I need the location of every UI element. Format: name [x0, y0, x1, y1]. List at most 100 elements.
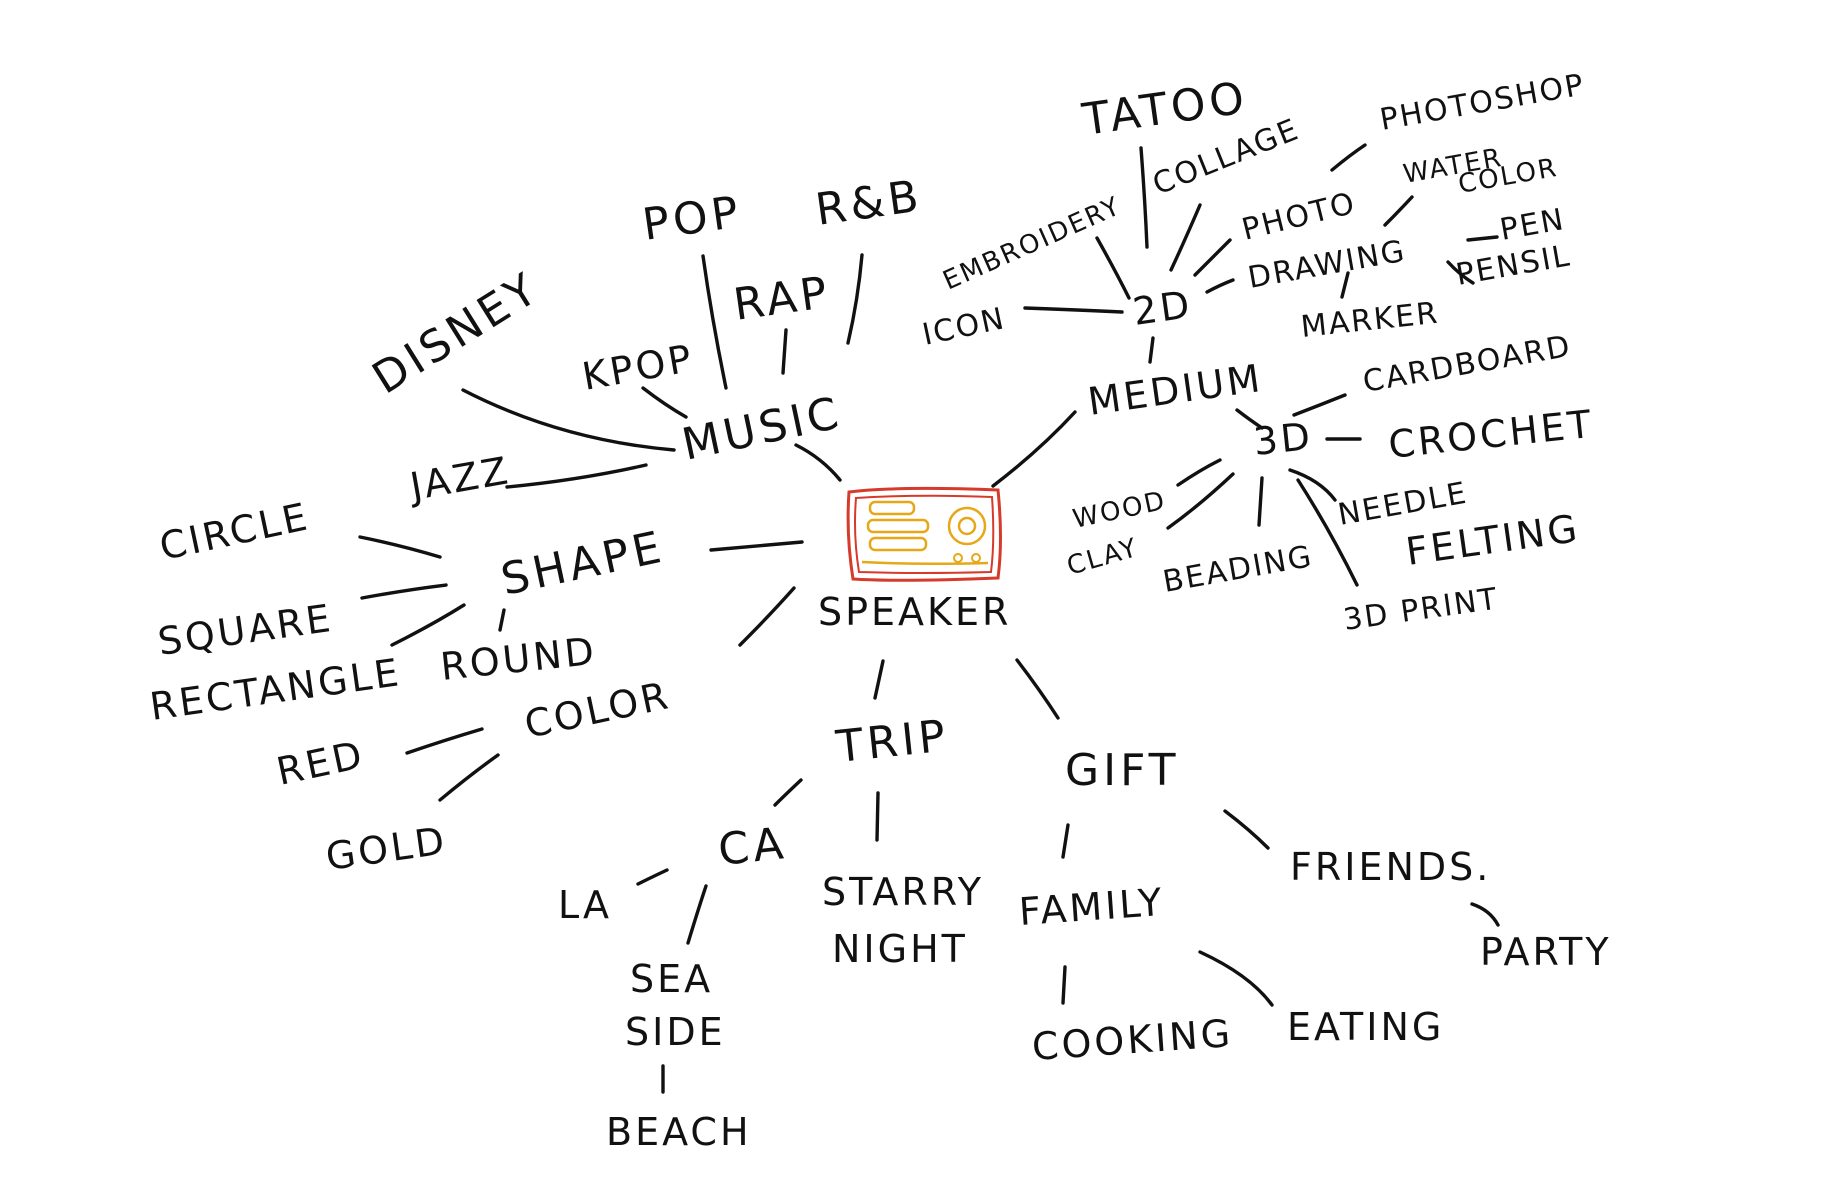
node-night: NIGHT	[832, 927, 968, 971]
node-beading: BEADING	[1160, 539, 1315, 600]
link-rap-music	[781, 328, 788, 375]
speaker-body-outline	[846, 486, 1002, 582]
node-cooking: COOKING	[1031, 1011, 1235, 1069]
node-clay: CLAY	[1064, 533, 1142, 582]
link-rectangle-shape	[390, 603, 466, 647]
link-family-cooking	[1061, 965, 1067, 1005]
link-family-eating	[1198, 950, 1274, 1007]
node-cardboard: CARDBOARD	[1360, 329, 1574, 400]
node-ca: CA	[716, 818, 790, 876]
node-pensil: PENSIL	[1453, 238, 1573, 293]
node-2d: 2D	[1130, 282, 1195, 334]
node-wood: WOOD	[1070, 486, 1169, 535]
link-trip-ca	[773, 778, 803, 807]
node-friends: FRIENDS.	[1290, 845, 1491, 889]
link-square-shape	[360, 583, 448, 600]
node-circle: CIRCLE	[156, 494, 314, 569]
speaker-panel-bar	[868, 536, 928, 552]
node-embroidery: EMBROIDERY	[939, 191, 1126, 296]
node-icon: ICON	[919, 301, 1008, 353]
node-square: SQUARE	[155, 596, 336, 664]
node-red: RED	[273, 732, 369, 793]
link-gift-friends	[1223, 809, 1270, 850]
speaker-knob	[971, 553, 981, 563]
link-round-shape	[498, 608, 506, 632]
node-pop: POP	[639, 187, 745, 251]
link-icon-2d	[1023, 306, 1124, 314]
node-music: MUSIC	[678, 387, 847, 471]
link-gift-family	[1061, 823, 1070, 859]
node-sea: SEA	[630, 957, 713, 1001]
node-gold: GOLD	[323, 818, 450, 879]
node-party: PARTY	[1480, 930, 1612, 974]
node-starry: STARRY	[822, 870, 984, 914]
node-side: SIDE	[625, 1010, 726, 1054]
node-jazz: JAZZ	[405, 448, 514, 509]
link-drawing-marker	[1340, 271, 1350, 299]
link-3d-needle	[1288, 468, 1337, 502]
node-round: ROUND	[438, 629, 599, 689]
link-ca-seaside	[686, 884, 708, 945]
link-drawing-2d	[1205, 278, 1235, 294]
node-eating: EATING	[1287, 1005, 1444, 1049]
speaker-panel-bar	[868, 500, 916, 516]
node-photo: PHOTO	[1238, 186, 1359, 248]
link-color-speaker	[738, 586, 796, 647]
link-circle-shape	[358, 535, 442, 559]
link-shape-speaker	[709, 540, 804, 552]
link-collage-2d	[1169, 203, 1202, 272]
node-photoshop: PHOTOSHOP	[1377, 67, 1587, 138]
link-drawing-water	[1383, 195, 1414, 227]
link-speaker-trip	[873, 659, 885, 700]
link-speaker-gift	[1015, 658, 1060, 720]
link-disney-music	[461, 388, 676, 452]
node-beach: BEACH	[606, 1110, 752, 1154]
node-gift: GIFT	[1065, 745, 1179, 796]
node-3d-print: 3D PRINT	[1341, 582, 1501, 638]
link-drawing-pen	[1466, 235, 1499, 242]
node-rap: RAP	[730, 267, 834, 331]
node-speaker: SPEAKER	[818, 590, 1011, 634]
node-medium: MEDIUM	[1085, 356, 1265, 424]
speaker-knob	[953, 553, 963, 563]
link-jazz-music	[505, 463, 648, 489]
link-3d-print	[1296, 478, 1359, 587]
node-shape: SHAPE	[497, 521, 669, 605]
speaker-woofer	[947, 506, 987, 546]
node-rnb: R&B	[812, 170, 925, 235]
link-kpop-music	[641, 386, 688, 419]
link-3d-beading	[1257, 476, 1264, 527]
speaker-base-line	[861, 560, 989, 566]
speaker-inner-outline	[854, 494, 995, 574]
link-3d-cardboard	[1292, 393, 1347, 417]
link-embroidery-2d	[1095, 236, 1131, 300]
node-crochet: CROCHET	[1386, 402, 1596, 467]
node-tatoo: TATOO	[1078, 72, 1251, 146]
node-3d: 3D	[1251, 414, 1315, 464]
link-3d-wood	[1176, 458, 1222, 487]
link-friends-party	[1470, 902, 1500, 927]
node-family: FAMILY	[1018, 880, 1166, 934]
link-photo-photoshop	[1330, 143, 1367, 172]
node-kpop: KPOP	[579, 336, 698, 399]
link-medium-2d	[1148, 336, 1155, 364]
connector-lines	[358, 143, 1500, 1094]
link-speaker-medium	[991, 410, 1077, 488]
link-drawing-pensil	[1446, 260, 1475, 285]
node-la: LA	[558, 883, 612, 927]
node-rectangle: RECTANGLE	[147, 650, 404, 729]
node-color: COLOR	[521, 673, 675, 747]
link-pop-music	[701, 254, 728, 390]
node-trip: TRIP	[833, 710, 952, 773]
link-3d-clay	[1166, 472, 1235, 530]
link-tatoo-2d	[1139, 146, 1149, 249]
node-drawing: DRAWING	[1245, 234, 1408, 296]
link-trip-starry	[875, 791, 880, 842]
link-ca-la	[636, 868, 669, 886]
speaker-panel-bar	[866, 518, 930, 534]
link-music-speaker	[794, 443, 842, 482]
link-red-color	[405, 727, 484, 755]
link-photo-2d	[1193, 238, 1232, 277]
link-medium-3d	[1235, 408, 1264, 430]
